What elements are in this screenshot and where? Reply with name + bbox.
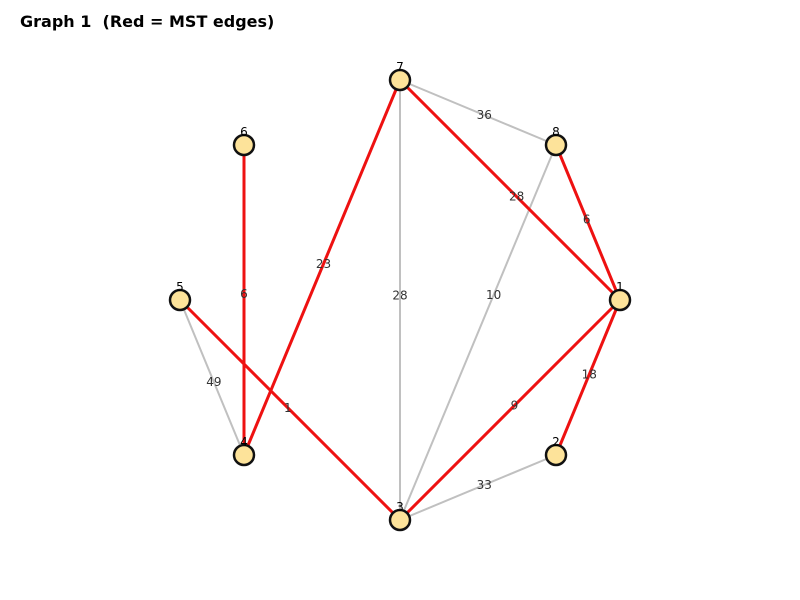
node-circle — [168, 288, 192, 312]
node-6: 6 — [232, 125, 256, 157]
edge-weight-5-4: 49 — [206, 375, 221, 389]
node-3: 3 — [388, 500, 412, 532]
node-label: 8 — [552, 125, 560, 139]
node-label: 5 — [176, 280, 184, 294]
node-1: 1 — [608, 280, 632, 312]
node-circle — [608, 288, 632, 312]
node-label: 1 — [616, 280, 624, 294]
node-circle — [232, 133, 256, 157]
mst-edge-8-1 — [554, 144, 622, 301]
node-label: 4 — [240, 435, 248, 449]
node-circle — [544, 443, 568, 467]
graph-title: Graph 1 (Red = MST edges) — [20, 12, 275, 31]
mst-edge-7-1 — [398, 78, 622, 302]
edge-7-8 — [399, 79, 557, 146]
edge-weight-7-8: 36 — [477, 108, 492, 122]
edge-3-2 — [399, 454, 557, 521]
edge-weight-1-2: 18 — [582, 367, 597, 381]
node-label: 6 — [240, 125, 248, 139]
node-circle — [388, 508, 412, 532]
node-circle — [388, 68, 412, 92]
edge-weight-6-4: 6 — [240, 287, 248, 301]
node-5: 5 — [168, 280, 192, 312]
edge-weight-7-3: 28 — [392, 289, 407, 303]
node-circle — [232, 443, 256, 467]
edge-weight-1-3: 9 — [511, 399, 519, 413]
node-label: 7 — [396, 60, 404, 74]
node-2: 2 — [544, 435, 568, 467]
node-7: 7 — [388, 60, 412, 92]
mst-edge-1-2 — [554, 299, 622, 456]
edge-weight-7-1: 28 — [509, 190, 524, 204]
node-4: 4 — [232, 435, 256, 467]
node-label: 3 — [396, 500, 404, 514]
edge-weight-8-3: 10 — [486, 288, 501, 302]
edge-weight-7-4: 23 — [316, 257, 331, 271]
edge-weight-8-1: 6 — [583, 212, 591, 226]
node-label: 2 — [552, 435, 560, 449]
edge-layer — [178, 78, 622, 522]
edge-weight-5-3: 1 — [284, 401, 292, 415]
edge-weight-3-2: 33 — [477, 478, 492, 492]
node-8: 8 — [544, 125, 568, 157]
node-circle — [544, 133, 568, 157]
edge-8-3 — [399, 144, 557, 521]
edge-5-4 — [179, 299, 245, 456]
mst-edge-7-4 — [242, 79, 402, 456]
mst-edge-5-3 — [178, 298, 402, 522]
mst-edge-1-3 — [398, 298, 622, 522]
